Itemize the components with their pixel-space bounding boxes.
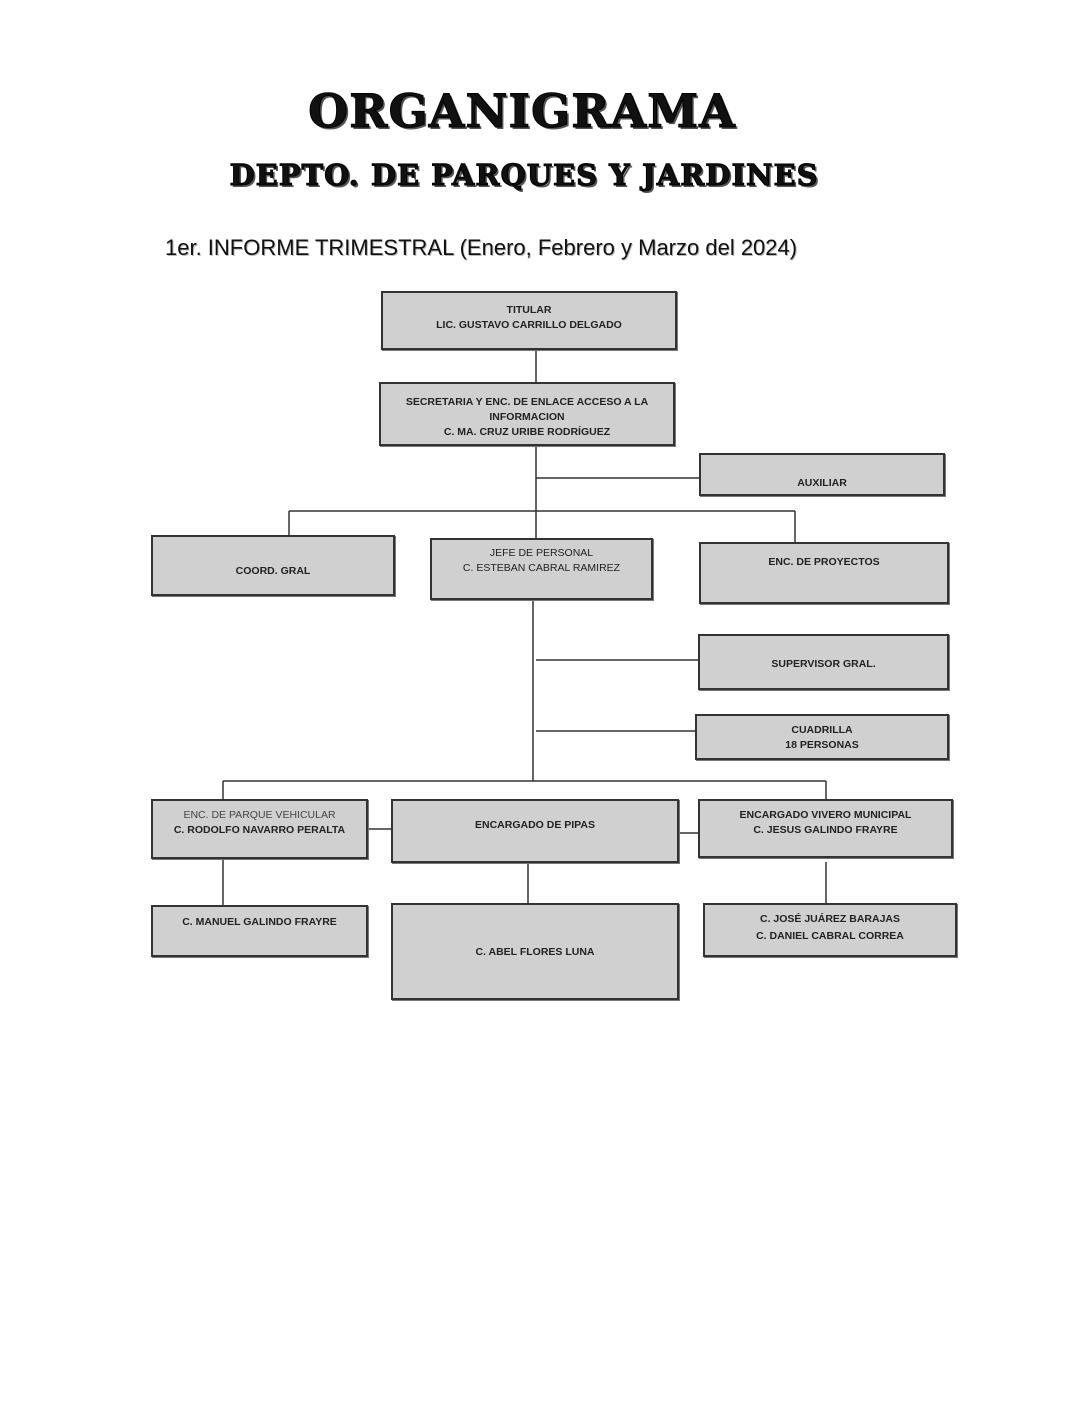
department-subtitle: DEPTO. DE PARQUES Y JARDINES (229, 158, 819, 193)
node-role: INFORMACION (489, 411, 565, 423)
page-title: ORGANIGRAMA (308, 84, 736, 139)
node-person: C. MA. CRUZ URIBE RODRÍGUEZ (443, 426, 611, 438)
node-proyectos: ENC. DE PROYECTOS (699, 542, 949, 604)
node-secretaria: SECRETARIA Y ENC. DE ENLACE ACCESO A LA … (379, 382, 675, 446)
node-person: C. JOSÉ JUÁREZ BARAJAS (759, 913, 901, 925)
node-person: C. DANIEL CABRAL CORREA (756, 930, 904, 942)
node-parque-vehicular: ENC. DE PARQUE VEHICULAR C. RODOLFO NAVA… (151, 799, 368, 859)
node-person: C. ABEL FLORES LUNA (475, 946, 595, 958)
node-manuel: C. MANUEL GALINDO FRAYRE (151, 905, 368, 957)
node-auxiliar: AUXILIAR (699, 453, 945, 496)
report-heading: 1er. INFORME TRIMESTRAL (Enero, Febrero … (165, 235, 798, 260)
node-person: LIC. GUSTAVO CARRILLO DELGADO (436, 319, 622, 331)
node-person: C. JESUS GALINDO FRAYRE (753, 824, 898, 836)
node-role: TITULAR (506, 304, 552, 316)
node-role: SUPERVISOR GRAL. (771, 658, 876, 670)
node-vivero: ENCARGADO VIVERO MUNICIPAL C. JESUS GALI… (698, 799, 953, 858)
node-coord-gral: COORD. GRAL (151, 535, 395, 596)
node-jose-daniel: C. JOSÉ JUÁREZ BARAJAS C. DANIEL CABRAL … (703, 903, 957, 957)
node-jefe-personal: JEFE DE PERSONAL C. ESTEBAN CABRAL RAMIR… (430, 538, 653, 600)
node-role: ENC. DE PROYECTOS (768, 556, 880, 568)
node-person: C. ESTEBAN CABRAL RAMIREZ (462, 562, 621, 574)
node-role: COORD. GRAL (235, 565, 311, 577)
node-person: C. MANUEL GALINDO FRAYRE (182, 916, 337, 928)
node-titular: TITULAR LIC. GUSTAVO CARRILLO DELGADO (381, 291, 677, 350)
node-role: SECRETARIA Y ENC. DE ENLACE ACCESO A LA (405, 396, 649, 408)
node-role: ENC. DE PARQUE VEHICULAR (183, 809, 336, 821)
node-role: AUXILIAR (797, 477, 847, 489)
node-abel: C. ABEL FLORES LUNA (391, 903, 679, 1000)
node-supervisor: SUPERVISOR GRAL. (698, 634, 949, 690)
node-count: 18 PERSONAS (785, 739, 859, 751)
node-role: JEFE DE PERSONAL (489, 547, 594, 559)
node-pipas: ENCARGADO DE PIPAS (391, 799, 679, 863)
node-role: ENCARGADO VIVERO MUNICIPAL (739, 809, 912, 821)
node-role: ENCARGADO DE PIPAS (475, 819, 595, 831)
node-cuadrilla: CUADRILLA 18 PERSONAS (695, 714, 949, 760)
node-person: C. RODOLFO NAVARRO PERALTA (173, 824, 346, 836)
node-role: CUADRILLA (791, 724, 853, 736)
